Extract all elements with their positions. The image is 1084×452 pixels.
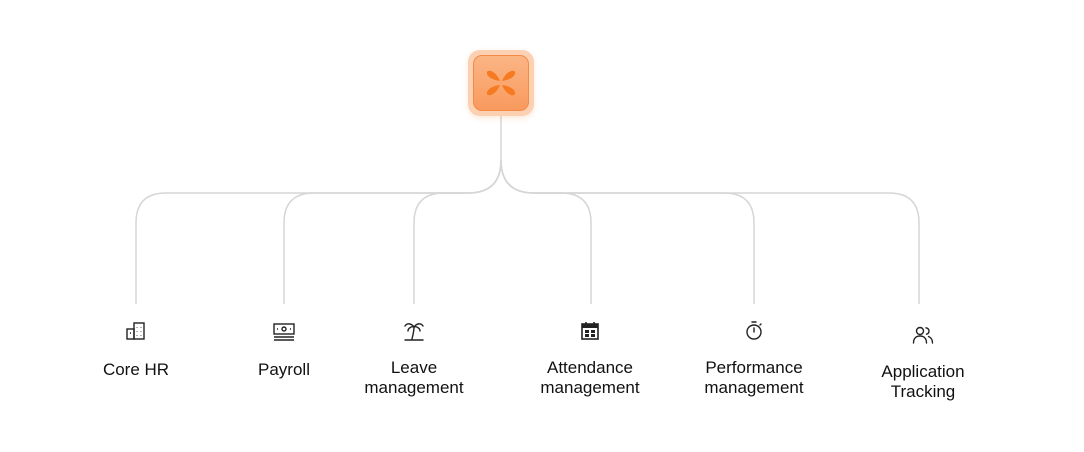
module-performance-management: Performance management <box>669 318 839 398</box>
module-application-tracking: Application Tracking <box>838 322 1008 402</box>
palm-tree-icon <box>401 318 427 344</box>
connector-attendance <box>500 159 592 304</box>
logo-tile <box>468 50 534 116</box>
module-attendance-management: Attendance management <box>505 318 675 398</box>
module-label: Application Tracking <box>881 362 965 401</box>
users-icon <box>910 322 936 348</box>
module-label: Attendance management <box>540 358 640 397</box>
module-core-hr: Core HR <box>51 318 221 380</box>
module-payroll: Payroll <box>199 318 369 380</box>
module-label: Core HR <box>102 360 170 379</box>
connector-application <box>500 159 920 304</box>
connector-payroll <box>283 159 502 304</box>
building-icon <box>123 318 149 344</box>
banknote-icon <box>271 318 297 344</box>
module-label: Performance management <box>704 358 804 397</box>
module-label: Payroll <box>258 360 310 379</box>
module-leave-management: Leave management <box>329 318 499 398</box>
butterfly-logo-icon <box>486 70 516 96</box>
stopwatch-icon <box>741 318 767 344</box>
module-label: Leave management <box>364 358 464 397</box>
connector-core-hr <box>135 159 502 304</box>
connector-leave <box>413 159 502 304</box>
calendar-icon <box>577 318 603 344</box>
connector-performance <box>500 159 755 304</box>
